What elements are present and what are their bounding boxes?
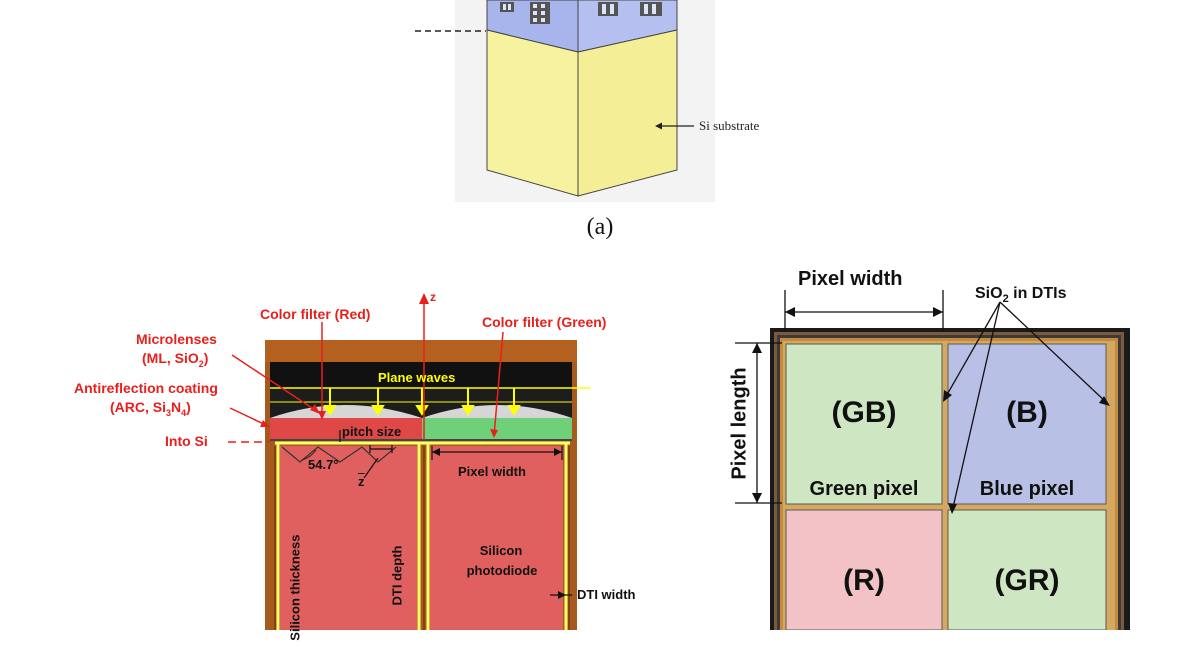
annotation-arrowheads [260, 404, 498, 438]
pixel-b [947, 343, 1107, 505]
z-axis-arrowhead [419, 293, 429, 304]
label-antireflection-coating: Antireflection coating [74, 380, 218, 396]
label-gb: (GB) [831, 396, 897, 429]
microlens-curve-right [422, 405, 572, 418]
label-z-axis: z [430, 290, 436, 304]
label-green-pixel: Green pixel [809, 478, 919, 500]
label-b: (B) [1006, 396, 1048, 429]
label-photodiode: photodiode [466, 563, 538, 578]
pyramid-pitch-dimension [363, 445, 393, 479]
label-pixel-width-c: Pixel width [798, 268, 903, 290]
label-color-filter-green: Color filter (Green) [482, 314, 607, 330]
color-filter-red-block [270, 418, 422, 440]
color-filter-green-block [422, 418, 572, 440]
label-plane-waves: Plane waves [378, 370, 456, 385]
label-z-bar: z [358, 474, 365, 489]
pixel-length-dimension [735, 342, 782, 504]
panel-a-illustration [415, 0, 715, 202]
microlens-curve-left [270, 405, 422, 418]
dti-width-arrowhead [558, 591, 566, 599]
pixel-width-dimension-c [784, 290, 944, 332]
label-angle: 54.7° [308, 457, 339, 472]
label-silicon: Silicon [479, 543, 523, 558]
annotation-leaders [228, 322, 504, 443]
panel-c-top-view [735, 290, 1130, 630]
dti-walls [275, 441, 570, 630]
pixel-width-arrowheads [432, 448, 562, 456]
pixel-width-arrowheads-c [785, 307, 943, 317]
label-pixel-width-right: Pixel width [458, 464, 526, 479]
silicon-right [430, 446, 563, 630]
si-substrate-arrowhead [655, 122, 662, 130]
label-dti-width: DTI width [577, 587, 636, 602]
label-microlenses-material: (ML, SiO2) [142, 350, 209, 369]
si-substrate-label: Si substrate [699, 118, 760, 133]
label-pitch-size: pitch size [342, 424, 402, 439]
label-pixel-length: Pixel length [728, 367, 751, 480]
label-gr: (GR) [994, 564, 1060, 597]
angle-arc [301, 449, 317, 461]
silicon-left [280, 446, 417, 630]
inverted-pyramids [281, 446, 397, 463]
sio2-leader-lines [943, 301, 1109, 513]
label-blue-pixel: Blue pixel [979, 478, 1075, 500]
label-microlenses: Microlenses [136, 331, 217, 347]
sio2-arrowheads [943, 390, 1110, 514]
top-oxide-layer [265, 340, 577, 362]
panel-b-cross-section [228, 293, 590, 630]
si-substrate-right-face [577, 29, 678, 197]
si-substrate-left-face [486, 29, 579, 197]
pixel-length-arrowheads [752, 343, 762, 503]
label-arc-material: (ARC, Si3N4) [110, 399, 191, 418]
panel-a-caption: (a) [586, 214, 614, 240]
pixel-width-dimension [431, 446, 563, 460]
label-dti-depth: DTI depth [389, 545, 405, 606]
label-color-filter-red: Color filter (Red) [260, 306, 371, 322]
dti-dark-edges [274, 446, 570, 630]
plane-wave-region [270, 362, 572, 388]
label-silicon-thickness: Silicon thickness [287, 534, 303, 641]
label-r: (R) [843, 564, 885, 597]
label-into-si: Into Si [165, 433, 208, 449]
label-sio2-in-dtis: SiO2 in DTIs [975, 285, 1067, 306]
pixel-gr [947, 509, 1107, 630]
pixel-r [785, 509, 943, 630]
pixel-gb [785, 343, 943, 505]
